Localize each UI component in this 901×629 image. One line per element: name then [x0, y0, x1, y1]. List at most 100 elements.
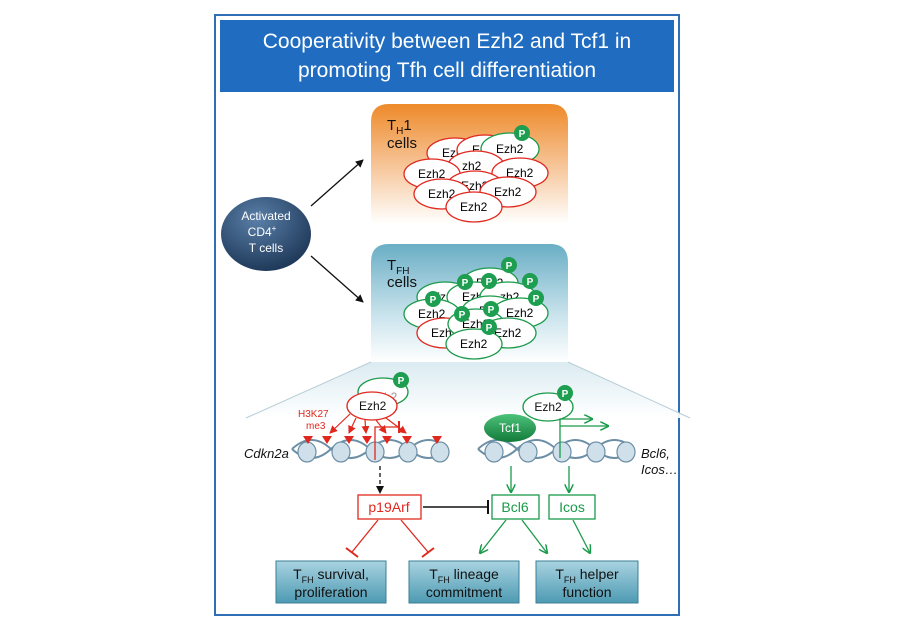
- th1-ezh2-text: Ezh2: [494, 185, 522, 199]
- tfh-label-t: T: [387, 257, 396, 274]
- cdkn2a-label: Cdkn2a: [244, 446, 289, 461]
- phospho-badge: [501, 257, 517, 273]
- h3k27me3-mark: [303, 436, 313, 444]
- h3k27me3-mark: [382, 436, 392, 444]
- outcome-survival: TFH survival, proliferation: [275, 560, 387, 604]
- icos-to-helper: [572, 519, 590, 553]
- phospho-badge: [483, 301, 499, 317]
- h3k27me3-mark: [402, 436, 412, 444]
- tfh-ezh2-text: Ezh2: [494, 326, 522, 340]
- methylation-arrow: [329, 413, 351, 434]
- outcome-helper: TFH helper function: [535, 560, 639, 604]
- phospho-badge-text: P: [462, 278, 469, 289]
- inhibition-bar: [345, 547, 359, 558]
- outcome-line-1: helper: [576, 566, 619, 582]
- tfh-ezh2-text: Ezh2: [506, 306, 534, 320]
- tfh-ezh2-oval: [445, 328, 503, 360]
- icos-gene-label: Icos…: [641, 462, 678, 477]
- h3k27me3-mark: [362, 436, 372, 444]
- outcome-commitment: TFH lineage commitment: [408, 560, 520, 604]
- phospho-badge-text: P: [398, 376, 405, 387]
- phospho-badge-text: P: [527, 277, 534, 288]
- phospho-badge: [528, 290, 544, 306]
- phospho-badge-text: P: [506, 261, 513, 272]
- phospho-badge: [514, 125, 530, 141]
- bcl6-label: Bcl6: [501, 499, 528, 515]
- p19arf-inhibits-survival: [351, 519, 379, 553]
- tfh-ezh2-text: Ezh2: [418, 307, 446, 321]
- node-line-2: CD4: [248, 225, 272, 239]
- phospho-badge: [557, 385, 573, 401]
- node-line-3: T cells: [249, 241, 283, 255]
- bcl6-gene-label: Bcl6,: [641, 446, 670, 461]
- activated-cd4-node: [221, 197, 311, 271]
- nucleosome: [616, 441, 636, 463]
- th1-ezh2-text: Ezh2: [460, 200, 488, 214]
- phospho-badge-text: P: [533, 294, 540, 305]
- methylation-arrow: [361, 419, 370, 434]
- title-banner: Cooperativity between Ezh2 and Tcf1 in p…: [220, 20, 674, 92]
- h3k27me3-mark: [432, 436, 442, 444]
- arrow-to-th1: [310, 159, 364, 207]
- node-line-1: Activated: [241, 209, 290, 223]
- title-line-1: Cooperativity between Ezh2 and Tcf1 in: [262, 30, 632, 53]
- svg-text:CD4+: CD4+: [248, 224, 277, 239]
- nucleosome: [430, 441, 450, 463]
- nucleosome: [586, 441, 606, 463]
- tfh-ezh2-text: Ezh2: [460, 337, 488, 351]
- bcl6-icos-locus: [477, 439, 636, 463]
- outcome-box: [408, 560, 520, 604]
- phospho-badge: [393, 372, 409, 388]
- tfh-label-cells: cells: [387, 274, 417, 291]
- tfh-label-sub: FH: [396, 266, 409, 277]
- th1-ezh2-text: zh2: [462, 159, 482, 173]
- inhibition-bar: [421, 547, 435, 558]
- phospho-badge-text: P: [430, 295, 437, 306]
- tfh-ezh2-cluster: Ezh2 Ez Ezh2 zh2 Ezh2 E Ezh2 Ezh Ezh2 Ez…: [403, 257, 549, 360]
- left-ezh2: [346, 391, 398, 421]
- nucleosome: [331, 441, 351, 463]
- th1-label-cells: cells: [387, 135, 417, 152]
- phospho-badge: [522, 273, 538, 289]
- left-ezh2-text: Ezh2: [359, 399, 387, 413]
- tss-arrow-top: [559, 419, 592, 458]
- tfh-ezh2-text: Ezh: [431, 326, 452, 340]
- outcome-line-1: lineage: [450, 566, 499, 582]
- tcf1-text: Tcf1: [499, 421, 521, 435]
- th1-ezh2-text: Ezh2: [418, 167, 446, 181]
- node-line-2-sup: +: [272, 224, 277, 233]
- right-ezh2-text: Ezh2: [534, 400, 562, 414]
- th1-ezh2-oval: [445, 191, 503, 223]
- outcome-sub: FH: [438, 575, 450, 585]
- tcf1-factor: [484, 414, 536, 442]
- outcome-line-2: proliferation: [294, 584, 367, 600]
- fan-edge-right: [567, 361, 691, 419]
- th1-label-t: T: [387, 117, 396, 134]
- outcome-line-2: function: [562, 584, 611, 600]
- bcl6-to-commitment: [480, 519, 507, 553]
- tss-arrow-left: [374, 426, 399, 460]
- outcome-sub: FH: [302, 575, 314, 585]
- phospho-badge: [481, 319, 497, 335]
- svg-text:TH1: TH1: [387, 117, 412, 137]
- right-ezh2: [522, 392, 574, 422]
- outcome-box: [275, 560, 387, 604]
- nucleosome: [484, 441, 504, 463]
- th1-ezh2-text: Ezh2: [506, 166, 534, 180]
- nucleosome: [518, 441, 538, 463]
- phospho-badge-text: P: [459, 310, 466, 321]
- outcome-sub: FH: [564, 575, 576, 585]
- th1-ezh2-text: Ezh2: [496, 142, 524, 156]
- phospho-badge-text: P: [488, 305, 495, 316]
- nucleosome: [552, 441, 572, 463]
- phospho-badge-text: P: [486, 277, 493, 288]
- nucleosome: [297, 441, 317, 463]
- me3-label: me3: [306, 421, 326, 432]
- bcl6-box: [491, 494, 540, 520]
- phospho-badge: [425, 291, 441, 307]
- h3k27me3-mark: [322, 436, 332, 444]
- phospho-badge: [457, 274, 473, 290]
- p19arf-inhibits-commitment: [400, 519, 429, 553]
- th1-label-sub: H: [396, 126, 403, 137]
